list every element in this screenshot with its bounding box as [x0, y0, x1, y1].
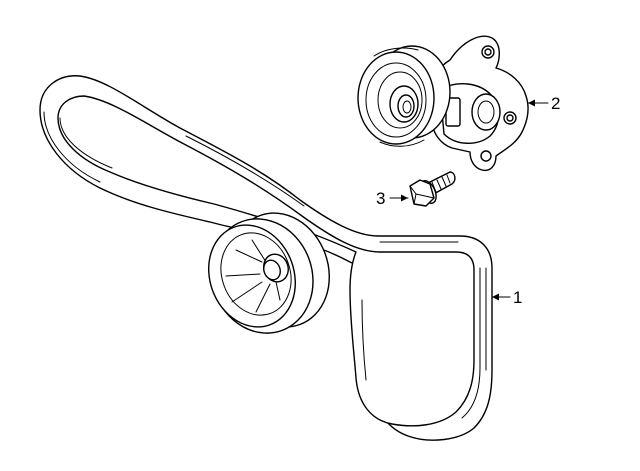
callout-3: 3: [376, 189, 409, 208]
callout-3-label: 3: [376, 189, 385, 208]
belt-tensioner[interactable]: [357, 35, 529, 172]
callout-2-label: 2: [551, 94, 560, 113]
callout-1-arrow-icon: [492, 293, 499, 301]
callout-1: 1: [491, 288, 522, 307]
mounting-bolt[interactable]: [409, 171, 456, 207]
callout-1-label: 1: [513, 288, 522, 307]
callout-2-arrow-icon: [528, 99, 535, 107]
callout-3-arrow-icon: [401, 194, 408, 202]
belt-pulley: [208, 212, 330, 334]
callout-2: 2: [527, 94, 560, 113]
serpentine-belt[interactable]: [39, 75, 493, 441]
